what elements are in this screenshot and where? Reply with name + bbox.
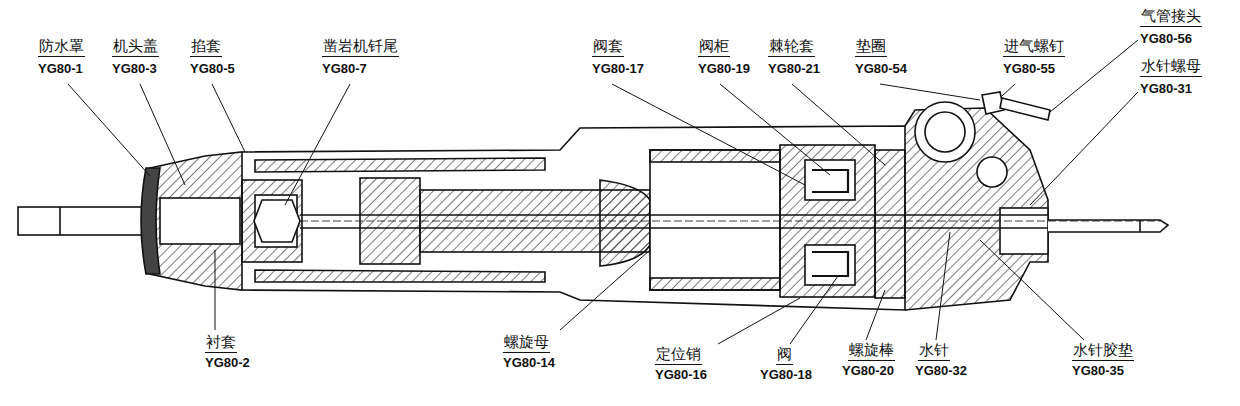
part-name: 阀套 — [592, 38, 624, 57]
part-name: 定位销 — [655, 346, 702, 365]
part-number: YG80-7 — [322, 62, 367, 77]
part-number: YG80-35 — [1072, 364, 1124, 379]
part-number: YG80-32 — [915, 364, 967, 379]
part-number: YG80-21 — [768, 62, 820, 77]
part-number: YG80-1 — [38, 62, 83, 77]
leader-lines — [68, 40, 1138, 344]
part-number: YG80-2 — [205, 356, 250, 371]
part-name: 掐套 — [190, 38, 222, 57]
part-name: 螺旋母 — [503, 334, 550, 353]
part-name: 气管接头 — [1140, 8, 1202, 27]
part-number: YG80-19 — [698, 62, 750, 77]
part-number: YG80-31 — [1140, 82, 1192, 97]
part-name: 水针胶垫 — [1072, 342, 1134, 361]
part-name: 水针 — [918, 342, 950, 361]
part-name: 机头盖 — [112, 38, 159, 57]
drill-body — [18, 92, 1168, 310]
part-number: YG80-17 — [592, 62, 644, 77]
part-name: 阀 — [776, 346, 793, 365]
part-number: YG80-55 — [1003, 62, 1055, 77]
part-name: 衬套 — [205, 334, 237, 353]
part-name: 阀柜 — [698, 38, 730, 57]
part-name: 凿岩机钎尾 — [322, 38, 399, 57]
part-name: 水针螺母 — [1140, 58, 1202, 77]
part-number: YG80-14 — [503, 356, 555, 371]
part-number: YG80-18 — [760, 368, 812, 383]
part-number: YG80-54 — [855, 62, 907, 77]
part-name: 螺旋棒 — [848, 342, 895, 361]
part-number: YG80-16 — [655, 368, 707, 383]
part-number: YG80-3 — [112, 62, 157, 77]
part-number: YG80-5 — [190, 62, 235, 77]
part-name: 棘轮套 — [768, 38, 815, 57]
part-number: YG80-56 — [1140, 32, 1192, 47]
part-name: 防水罩 — [38, 38, 85, 57]
part-name: 进气螺钉 — [1003, 38, 1065, 57]
part-name: 垫圈 — [855, 38, 887, 57]
part-number: YG80-20 — [842, 364, 894, 379]
